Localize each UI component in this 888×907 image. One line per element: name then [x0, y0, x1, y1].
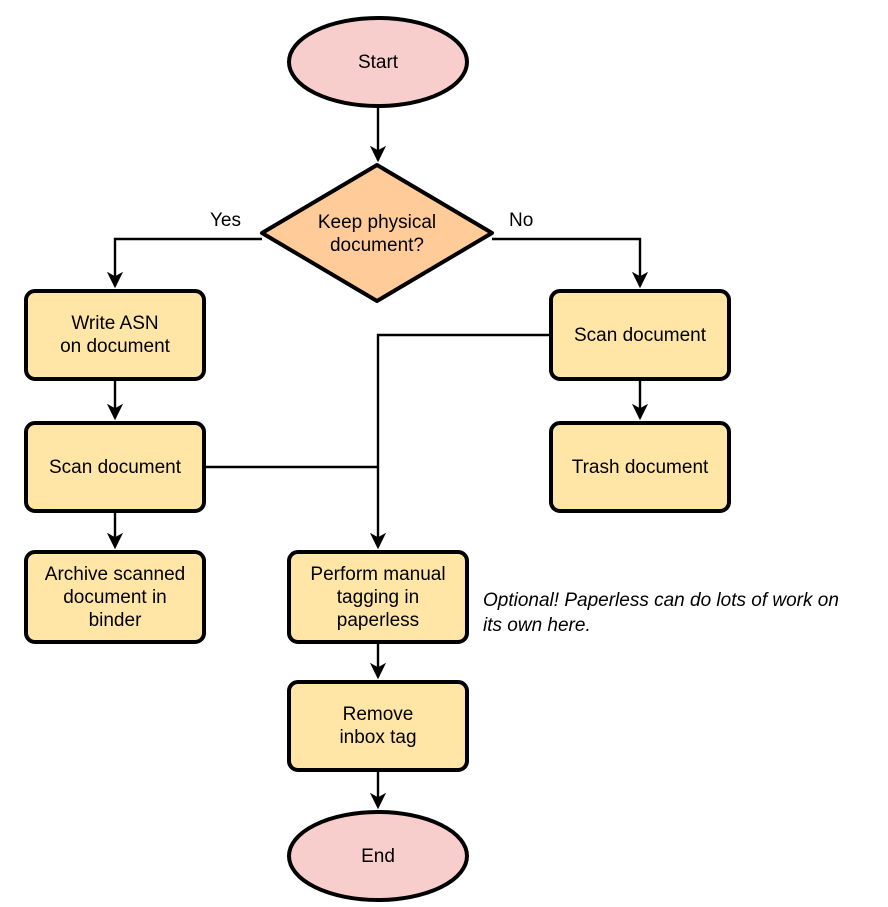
node-perform-manual-tagging-in-paperless[interactable]: [287, 550, 469, 644]
edge-scan-right-to-manual-tagging: [369, 333, 551, 550]
edges-layer: [106, 106, 649, 810]
node-write-asn-on-document[interactable]: [24, 289, 206, 381]
node-scan-document-right[interactable]: [549, 289, 731, 381]
edge-decision-no-to-scan-right: [492, 237, 649, 289]
node-scan-document-left[interactable]: [24, 421, 206, 513]
nodes-layer: [24, 16, 731, 902]
node-decision-keep-physical-document[interactable]: [260, 163, 494, 303]
node-trash-document[interactable]: [549, 421, 731, 513]
node-remove-inbox-tag[interactable]: [287, 680, 469, 772]
annotation-optional-note: Optional! Paperless can do lots of work …: [483, 590, 839, 636]
edge-decision-yes-to-write-asn: [106, 237, 262, 289]
node-archive-scanned-document-in-binder[interactable]: [24, 550, 206, 644]
edge-label-no: No: [509, 210, 534, 231]
edge-label-yes: Yes: [210, 210, 241, 231]
node-start[interactable]: [287, 16, 469, 108]
node-end[interactable]: [287, 810, 469, 902]
